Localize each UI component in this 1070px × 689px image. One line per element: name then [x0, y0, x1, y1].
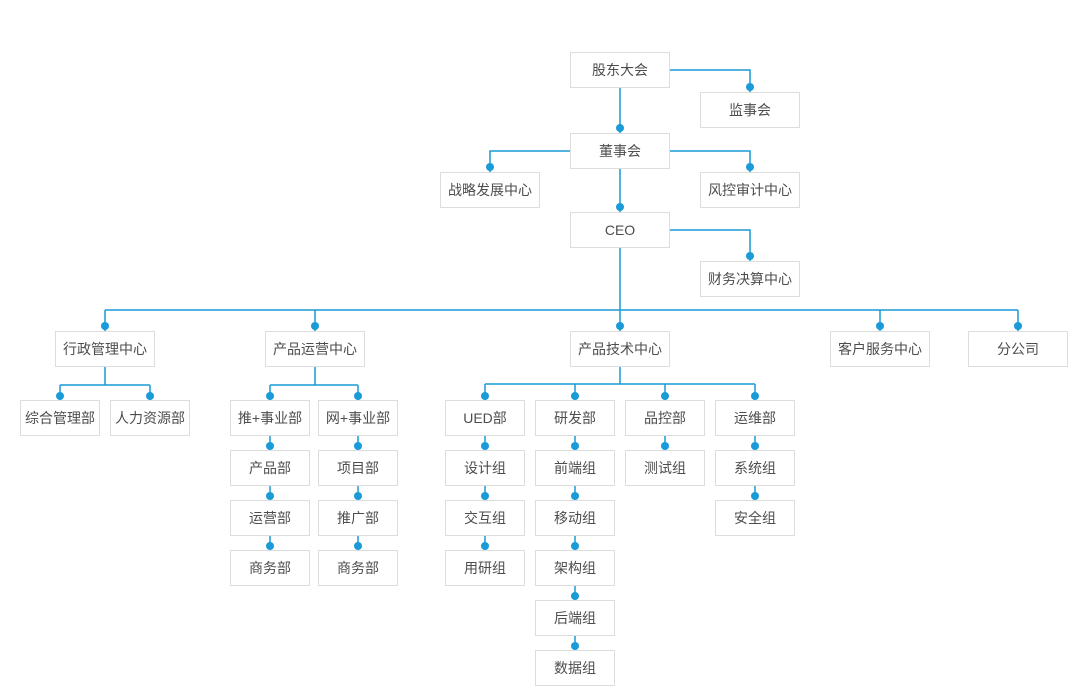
- node-branch-company: 分公司: [968, 331, 1068, 367]
- node-operation-dept: 运营部: [230, 500, 310, 536]
- node-system-group: 系统组: [715, 450, 795, 486]
- node-promotion-dept: 推广部: [318, 500, 398, 536]
- node-finance-center: 财务决算中心: [700, 261, 800, 297]
- node-design-group: 设计组: [445, 450, 525, 486]
- node-general-admin-dept: 综合管理部: [20, 400, 100, 436]
- node-user-research-group: 用研组: [445, 550, 525, 586]
- node-product-tech-center: 产品技术中心: [570, 331, 670, 367]
- node-product-dept: 产品部: [230, 450, 310, 486]
- node-shareholders-meeting: 股东大会: [570, 52, 670, 88]
- node-ops-maintenance-dept: 运维部: [715, 400, 795, 436]
- node-board-of-directors: 董事会: [570, 133, 670, 169]
- node-supervisory-board: 监事会: [700, 92, 800, 128]
- node-security-group: 安全组: [715, 500, 795, 536]
- node-architecture-group: 架构组: [535, 550, 615, 586]
- node-product-ops-center: 产品运营中心: [265, 331, 365, 367]
- node-testing-group: 测试组: [625, 450, 705, 486]
- node-risk-audit-center: 风控审计中心: [700, 172, 800, 208]
- node-business-dept-right: 商务部: [318, 550, 398, 586]
- node-wang-business-unit: 网+事业部: [318, 400, 398, 436]
- node-strategy-dev-center: 战略发展中心: [440, 172, 540, 208]
- node-qc-dept: 品控部: [625, 400, 705, 436]
- node-rd-dept: 研发部: [535, 400, 615, 436]
- node-customer-service-center: 客户服务中心: [830, 331, 930, 367]
- node-admin-mgmt-center: 行政管理中心: [55, 331, 155, 367]
- node-interaction-group: 交互组: [445, 500, 525, 536]
- node-project-dept: 项目部: [318, 450, 398, 486]
- node-frontend-group: 前端组: [535, 450, 615, 486]
- node-tui-business-unit: 推+事业部: [230, 400, 310, 436]
- node-ceo: CEO: [570, 212, 670, 248]
- node-business-dept-left: 商务部: [230, 550, 310, 586]
- node-data-group: 数据组: [535, 650, 615, 686]
- node-backend-group: 后端组: [535, 600, 615, 636]
- node-mobile-group: 移动组: [535, 500, 615, 536]
- node-hr-dept: 人力资源部: [110, 400, 190, 436]
- node-ued-dept: UED部: [445, 400, 525, 436]
- connector-dots: [56, 83, 1022, 650]
